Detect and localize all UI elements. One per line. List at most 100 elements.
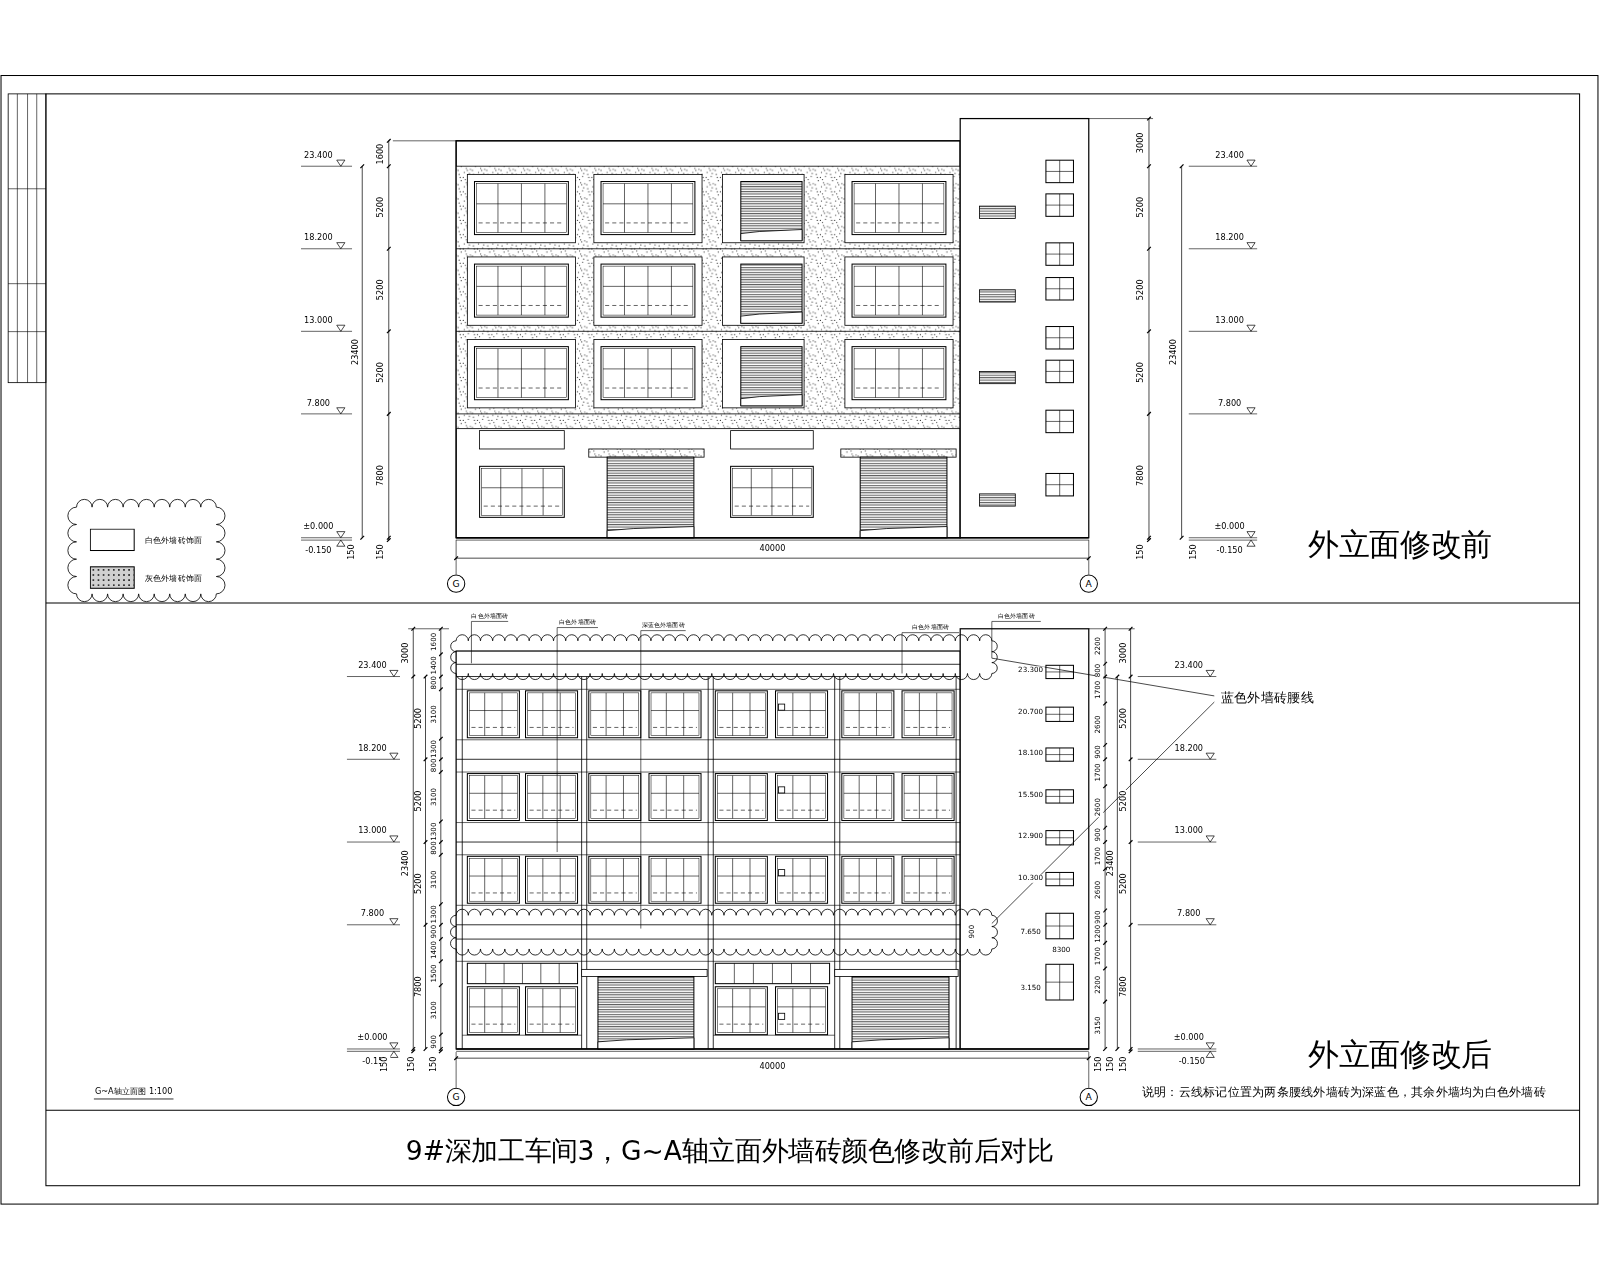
dimension-text: 2600 [1095,714,1103,734]
window-mullion [542,989,543,1033]
dimension-text: 23400 [1170,338,1179,366]
elevation-line [1138,924,1217,925]
window-frame [717,989,765,1033]
window-transom [1046,837,1074,838]
window [776,691,828,738]
window [852,182,946,235]
window [601,182,695,235]
elevation-value: 18.200 [1173,744,1204,753]
dimension-text: 7800 [1120,976,1129,999]
window-opening-line [846,810,890,811]
dimension-tick [1147,412,1151,416]
elevation-value: ±0.000 [1173,1034,1205,1043]
window [467,856,519,903]
floor-line [456,676,960,677]
window-frame [469,858,517,901]
dimension-tick [439,1033,443,1037]
window-transom [717,710,765,711]
base-line [713,1035,834,1036]
window-mullion [647,184,648,233]
elevation-value: -0.150 [1215,547,1243,556]
dimension-text: 150 [1137,543,1146,561]
window-opening-line [479,222,565,223]
window-mullion [502,776,503,819]
window [776,774,828,821]
elevation-value: 20.700 [1017,709,1044,717]
title-band-line [46,1110,1580,1111]
window [474,264,568,317]
window-transom [469,876,517,877]
shutter-bottom [860,527,947,538]
dimension-tick [1103,840,1107,844]
dimension-tick [1103,757,1107,761]
window-mullion [875,349,876,398]
elevation-value: 15.500 [1017,792,1044,800]
window-mullion [543,468,544,515]
dimension-tick [411,675,415,679]
dimension-tick [1103,967,1107,971]
window-mullion [792,858,793,901]
window-mullion [606,776,607,819]
leader-line [992,658,1214,696]
window-frame [651,858,699,901]
dimension-tick [424,675,428,679]
window-mullion [521,349,522,398]
elevation-mark [390,836,398,842]
window-opening-line [530,810,574,811]
window-opening-line [471,810,515,811]
extension-line [393,140,456,141]
leader-underline [992,621,1041,622]
dimension-tick [439,820,443,824]
elevation-value: 7.650 [1019,929,1041,937]
floor-line [456,331,960,332]
window-opening-line [479,388,565,389]
dimension-tick [1103,941,1107,945]
band-line [456,854,960,855]
elevation-line [1138,842,1217,843]
window [601,347,695,400]
elevation-value: 3.150 [1019,985,1041,993]
extension-line [1089,628,1135,629]
floor-line [456,428,960,429]
legend-row: 灰色外墙砖饰面 [90,566,202,588]
window-mullion [922,184,923,233]
dimension-tick [439,675,443,679]
dimension-text: 23400 [1107,849,1116,877]
dimension-tick [1147,538,1151,542]
window-opening-line [846,727,890,728]
window [467,987,519,1035]
note-text: 说明：云线标记位置为两条腰线外墙砖为深蓝色，其余外墙均为白色外墙砖 [1141,1086,1547,1099]
stair-window [1046,665,1074,678]
elevation-value: 10.300 [1017,875,1044,883]
window [776,987,828,1035]
window-frame [844,858,892,901]
window-mullion [502,693,503,736]
window-mullion [542,776,543,819]
dimension-tick [1103,909,1107,913]
window-surround [594,174,702,242]
canopy [589,449,704,457]
dimension-text: 150 [1094,1055,1103,1073]
stair-window [1046,194,1074,216]
pilaster-line [462,677,463,1049]
elevation-line [301,166,352,167]
window-mullion [521,266,522,315]
window-mullion [751,468,752,515]
floor-line [456,248,960,249]
window-frame [591,693,639,736]
leader-underline [641,630,686,631]
dimension-text: 1400 [431,940,439,960]
window-mullion [750,858,751,901]
window-frame [469,989,517,1033]
window-mullion [922,266,923,315]
window-mullion [671,184,672,233]
window [526,987,578,1035]
window-transom [591,876,639,877]
dimension-text: 5200 [377,279,386,302]
floor-line [456,924,960,925]
floor-line [456,413,960,414]
window-mullion [919,776,920,819]
leader-line [640,631,641,929]
window-transom [1046,288,1074,289]
window-opening-line [471,892,515,893]
